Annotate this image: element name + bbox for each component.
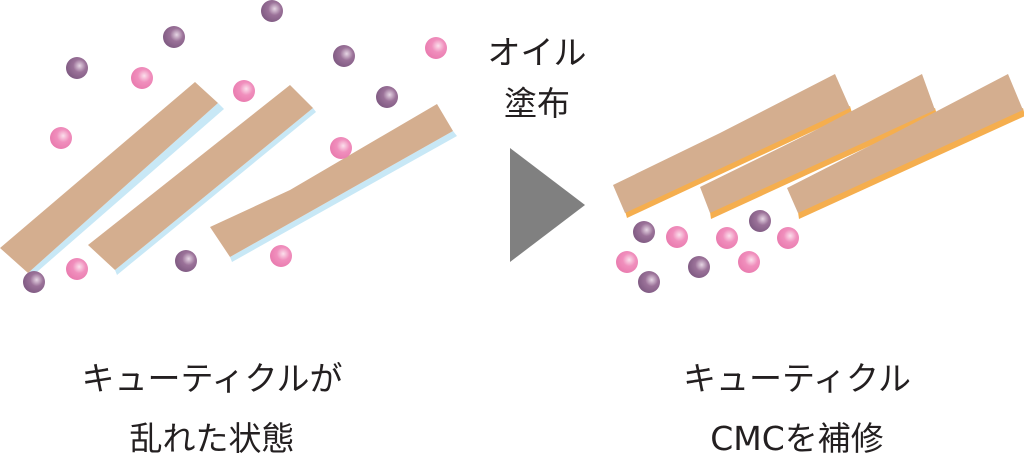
right-caption-line1: キューティクル: [683, 359, 911, 398]
purple-particle: [633, 221, 655, 243]
pink-particle: [330, 137, 352, 159]
arrow-label-line1: オイル: [488, 33, 587, 72]
right-caption-line2: CMCを補修: [710, 419, 884, 458]
damaged-cuticle-group: [0, 82, 457, 278]
pink-particle: [233, 80, 255, 102]
purple-particle: [23, 271, 45, 293]
oil-edge: [798, 108, 1024, 219]
purple-particle: [376, 86, 398, 108]
arrow-label-line2: 塗布: [504, 84, 570, 123]
pink-particle: [425, 37, 447, 59]
pink-particle: [738, 251, 760, 273]
cuticle-scale: [613, 74, 850, 213]
purple-particle: [638, 271, 660, 293]
repaired-cuticle-group: [613, 74, 1024, 219]
purple-particle: [749, 210, 771, 232]
purple-particle: [261, 0, 283, 22]
pink-particle: [616, 251, 638, 273]
cuticle-scale: [210, 104, 453, 257]
damaged-edge: [115, 108, 316, 275]
cuticle-scale: [787, 74, 1023, 213]
pink-particle: [270, 245, 292, 267]
oil-edge: [625, 106, 852, 218]
damaged-edge: [28, 103, 224, 278]
right-particles: [616, 210, 799, 293]
cuticle-scale: [88, 85, 313, 270]
pink-particle: [131, 67, 153, 89]
oil-edge: [710, 108, 937, 219]
purple-particle: [175, 250, 197, 272]
pink-particle: [666, 226, 688, 248]
cuticle-scale: [700, 74, 935, 213]
purple-particle: [163, 26, 185, 48]
pink-particle: [66, 258, 88, 280]
left-caption-line1: キューティクルが: [81, 359, 342, 398]
purple-particle: [688, 256, 710, 278]
left-caption-line2: 乱れた状態: [130, 419, 295, 458]
cuticle-scale: [0, 82, 218, 273]
arrow-right-icon: [510, 148, 585, 262]
left-particles: [23, 0, 447, 293]
purple-particle: [66, 57, 88, 79]
damaged-edge: [230, 131, 457, 262]
pink-particle: [777, 227, 799, 249]
purple-particle: [333, 45, 355, 67]
pink-particle: [50, 127, 72, 149]
pink-particle: [716, 227, 738, 249]
